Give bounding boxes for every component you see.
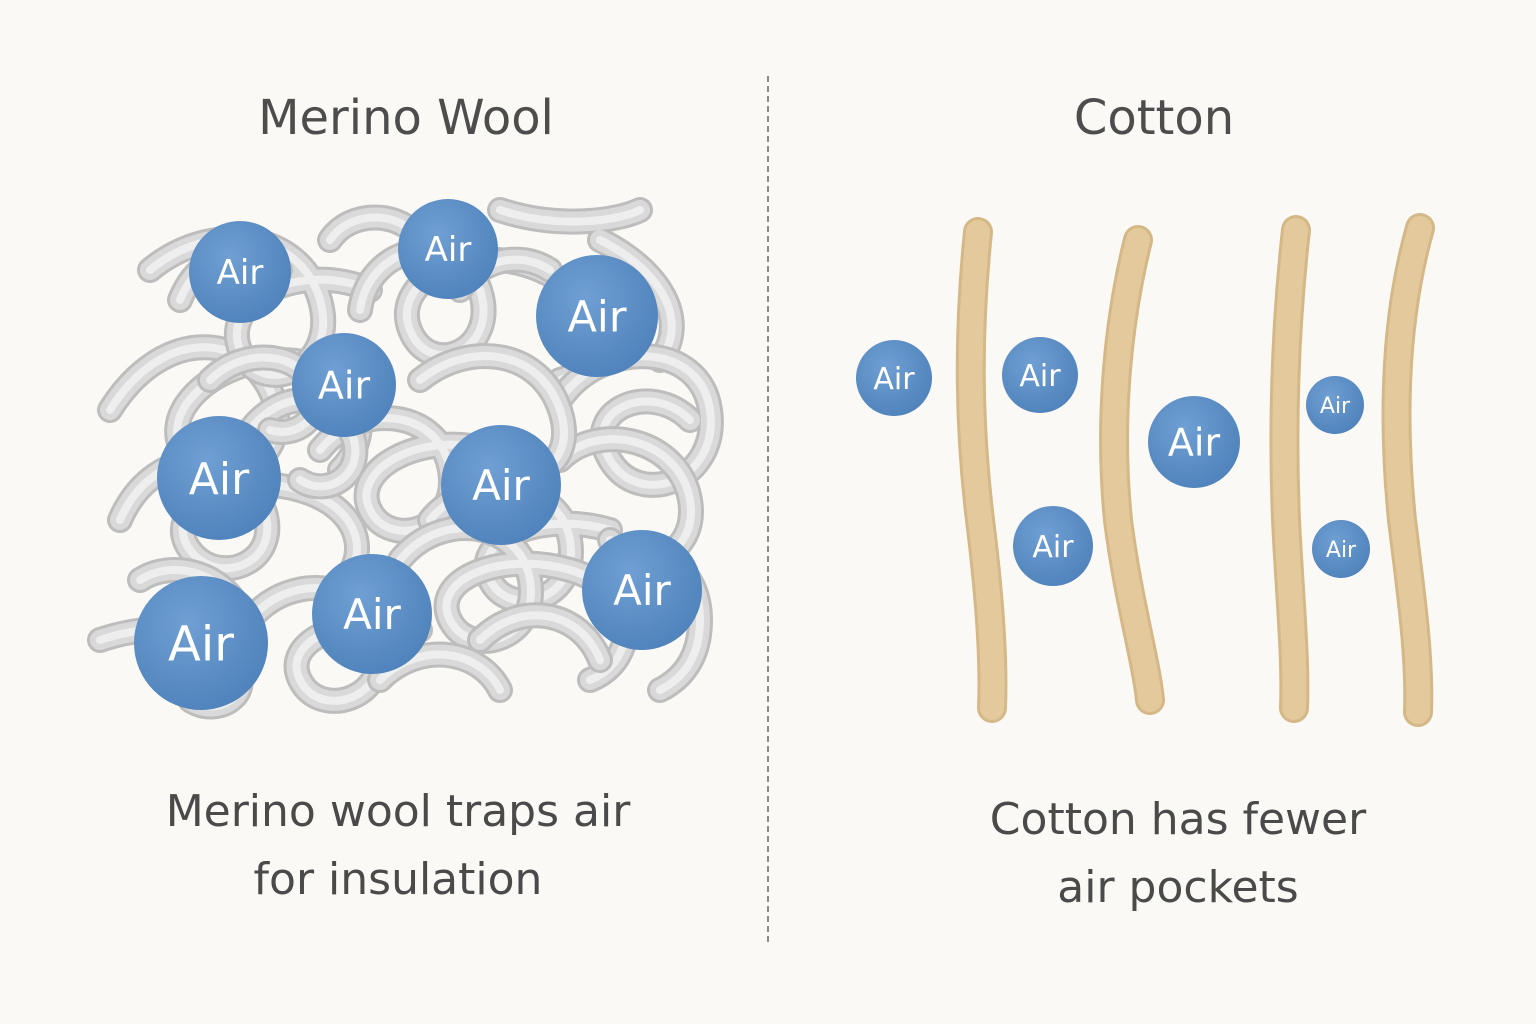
air-label: Air — [189, 454, 250, 505]
wool-air-pocket: Air — [536, 255, 658, 377]
air-bubble-circle — [1306, 376, 1364, 434]
wool-air-pocket: Air — [157, 416, 281, 540]
air-bubble-circle — [1312, 520, 1370, 578]
merino-wool-title: Merino Wool — [258, 90, 554, 146]
wool-fiber-highlight — [496, 206, 676, 364]
air-label: Air — [1032, 530, 1074, 565]
air-label: Air — [1168, 421, 1221, 465]
cotton-fiber — [1272, 218, 1308, 720]
wool-air-pocket: Air — [292, 333, 396, 437]
air-label: Air — [1326, 538, 1357, 563]
air-label: Air — [567, 292, 626, 342]
air-label: Air — [318, 364, 371, 408]
air-label: Air — [613, 566, 671, 615]
cotton-caption: Cotton has fewer air pockets — [858, 786, 1498, 922]
wool-air-pocket: Air — [312, 554, 432, 674]
air-bubble-circle — [441, 425, 561, 545]
air-label: Air — [873, 362, 915, 397]
cotton-fiber — [1384, 216, 1432, 724]
cotton-caption-line-1: Cotton has fewer — [989, 794, 1367, 845]
air-bubble-circle — [157, 416, 281, 540]
wool-air-pocket: Air — [582, 530, 702, 650]
wool-air-pocket: Air — [134, 576, 268, 710]
cotton-fiber — [1102, 228, 1162, 712]
merino-wool-caption-line-2: for insulation — [253, 854, 543, 905]
wool-air-pocket: Air — [398, 199, 498, 299]
air-bubble-circle — [1002, 337, 1078, 413]
air-bubble-circle — [312, 554, 432, 674]
cotton-fiber — [958, 220, 1005, 720]
cotton-air-pocket: Air — [1312, 520, 1370, 578]
cotton-air-pocket: Air — [856, 340, 932, 416]
panel-divider — [767, 76, 769, 942]
air-bubble-circle — [189, 221, 291, 323]
cotton-fibers — [955, 213, 1435, 727]
cotton-air-pocket: Air — [1306, 376, 1364, 434]
cotton-air-pocket: Air — [1013, 506, 1093, 586]
wool-air-pocket: Air — [189, 221, 291, 323]
air-bubble-circle — [292, 333, 396, 437]
air-bubble-circle — [536, 255, 658, 377]
air-bubble-circle — [856, 340, 932, 416]
cotton-title: Cotton — [1073, 90, 1235, 146]
air-label: Air — [168, 616, 234, 672]
cotton-caption-line-2: air pockets — [1057, 862, 1299, 913]
air-bubble-circle — [1013, 506, 1093, 586]
air-bubble-circle — [1148, 396, 1240, 488]
air-label: Air — [425, 230, 472, 270]
merino-wool-caption: Merino wool traps air for insulation — [78, 778, 718, 914]
air-bubble-circle — [582, 530, 702, 650]
air-label: Air — [472, 461, 530, 510]
air-label: Air — [1320, 394, 1351, 419]
wool-air-pocket: Air — [441, 425, 561, 545]
air-bubble-circle — [398, 199, 498, 299]
cotton-air-pocket: Air — [1148, 396, 1240, 488]
merino-wool-caption-line-1: Merino wool traps air — [165, 786, 631, 837]
cotton-air-pocket: Air — [1002, 337, 1078, 413]
air-bubble-circle — [134, 576, 268, 710]
air-label: Air — [217, 253, 264, 293]
air-label: Air — [343, 590, 401, 639]
air-label: Air — [1019, 359, 1061, 394]
